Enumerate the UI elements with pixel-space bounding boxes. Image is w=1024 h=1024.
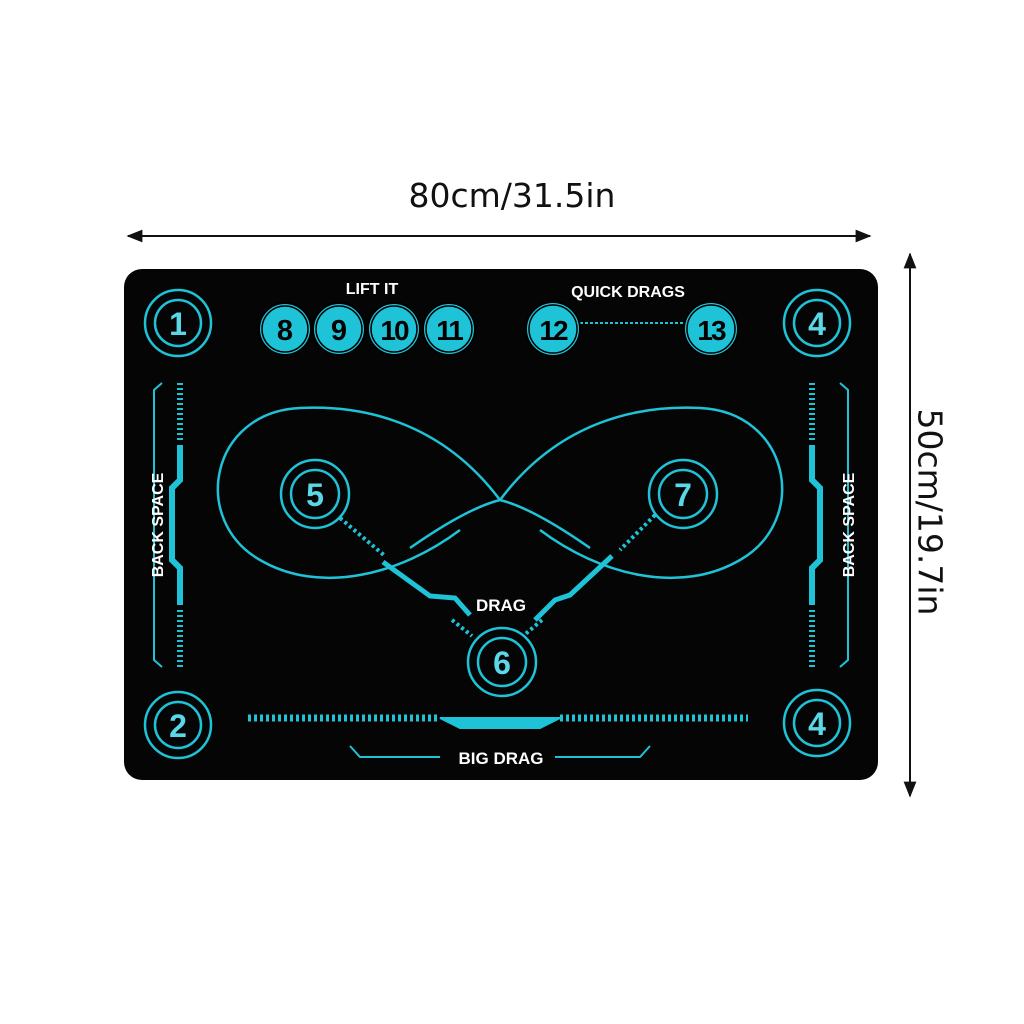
drag-label: DRAG	[476, 596, 526, 615]
button-5-label: 5	[306, 477, 324, 513]
width-dimension-label: 80cm/31.5in	[408, 176, 616, 215]
drag-right-track	[521, 513, 657, 638]
button-6-label: 6	[493, 645, 511, 681]
button-9-label: 9	[331, 315, 347, 347]
button-7-label: 7	[674, 477, 692, 513]
button-4-top[interactable]: 4	[782, 288, 852, 358]
button-12-label: 12	[539, 315, 568, 346]
button-1-label: 1	[169, 306, 187, 342]
mat-surface	[124, 269, 878, 780]
infinity-path	[216, 406, 784, 580]
button-2-label: 2	[169, 708, 187, 744]
back-space-left-label: BACK SPACE	[150, 472, 167, 577]
button-11-label: 11	[436, 315, 463, 346]
button-11[interactable]: 11	[422, 302, 476, 356]
infinity-cross	[409, 498, 591, 550]
big-drag-label: BIG DRAG	[459, 749, 544, 768]
button-4-bottom-label: 4	[808, 706, 826, 742]
drag-left-track	[338, 516, 474, 638]
back-space-right-label: BACK SPACE	[841, 472, 858, 577]
button-8-label: 8	[277, 315, 293, 347]
button-13-label: 13	[697, 315, 726, 346]
button-4-top-label: 4	[808, 306, 826, 342]
button-9[interactable]: 9	[312, 302, 366, 356]
button-4-bottom[interactable]: 4	[782, 688, 852, 758]
button-1[interactable]: 1	[143, 288, 213, 358]
button-10-label: 10	[380, 315, 409, 346]
big-drag-bar	[248, 714, 748, 758]
back-space-right-frame	[809, 382, 849, 668]
button-5[interactable]: 5	[279, 458, 351, 530]
quick-drags-label: QUICK DRAGS	[571, 284, 685, 301]
button-13[interactable]: 13	[683, 301, 739, 357]
button-12[interactable]: 12	[525, 301, 581, 357]
back-space-left-frame	[153, 382, 183, 668]
button-2[interactable]: 2	[143, 690, 213, 760]
button-10[interactable]: 10	[367, 302, 421, 356]
button-8[interactable]: 8	[258, 302, 312, 356]
button-6[interactable]: 6	[466, 626, 538, 698]
lift-it-label: LIFT IT	[346, 281, 399, 298]
button-7[interactable]: 7	[647, 458, 719, 530]
